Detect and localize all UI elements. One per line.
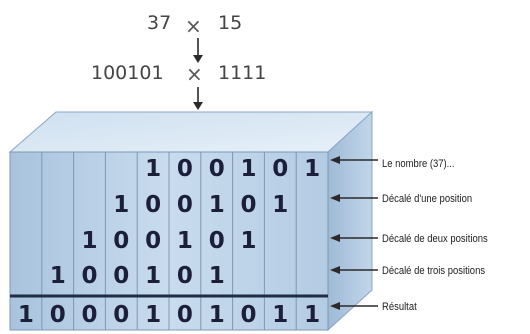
label-arrow-head	[330, 194, 340, 202]
partial-product-digit: 1	[145, 156, 161, 182]
partial-product-digit: 0	[145, 192, 161, 218]
partial-product-digit: 0	[209, 228, 225, 254]
partial-product-digit: 1	[272, 192, 288, 218]
arrow-head-upper	[193, 55, 203, 63]
row-label-shift-two: Décalé de deux positions	[382, 233, 488, 245]
result-digit: 0	[177, 302, 193, 328]
result-digit: 0	[50, 302, 66, 328]
partial-product-digit: 0	[240, 192, 256, 218]
partial-product-digit: 1	[209, 192, 225, 218]
result-digit: 1	[18, 302, 34, 328]
result-digit: 1	[304, 302, 320, 328]
row-label-shift-three: Décalé de trois positions	[382, 265, 486, 277]
row-label-number: Le nombre (37)...	[382, 158, 455, 170]
row-label-shift-one: Décalé d'une position	[382, 193, 473, 205]
row-label-result: Résultat	[382, 301, 417, 313]
times-symbol-decimal: ×	[185, 14, 202, 38]
times-symbol-binary: ×	[186, 62, 203, 86]
partial-product-digit: 1	[177, 228, 193, 254]
label-arrow-head	[330, 234, 340, 242]
result-digit: 0	[113, 302, 129, 328]
column-lines	[41, 152, 297, 330]
partial-product-digit: 1	[240, 156, 256, 182]
result-digit: 0	[240, 302, 256, 328]
label-arrow-head	[330, 302, 340, 310]
result-digit: 1	[272, 302, 288, 328]
binary-multiplier: 1111	[218, 62, 267, 84]
label-arrows	[330, 156, 378, 310]
partial-product-digit: 1	[209, 263, 225, 289]
result-digit: 0	[81, 302, 97, 328]
decimal-multiplicand: 37	[147, 12, 172, 34]
partial-product-digit: 1	[113, 192, 129, 218]
arrow-head-lower	[193, 102, 203, 110]
result-digit: 1	[145, 302, 161, 328]
partial-product-digit: 0	[81, 263, 97, 289]
box-top-face	[8, 111, 374, 153]
partial-product-digit: 0	[177, 263, 193, 289]
partial-product-digit: 0	[113, 228, 129, 254]
result-digit: 1	[209, 302, 225, 328]
partial-product-digit: 1	[240, 228, 256, 254]
partial-product-digit: 0	[177, 192, 193, 218]
partial-product-digit: 1	[304, 156, 320, 182]
binary-multiplicand: 100101	[91, 62, 164, 84]
partial-product-digit: 0	[113, 263, 129, 289]
decimal-multiplier: 15	[218, 12, 243, 34]
flow-arrows	[193, 38, 203, 110]
partial-product-digit: 1	[50, 263, 66, 289]
partial-product-digit: 1	[81, 228, 97, 254]
partial-product-digit: 0	[209, 156, 225, 182]
label-arrow-head	[330, 266, 340, 274]
partial-product-digit: 0	[272, 156, 288, 182]
partial-product-digit: 0	[145, 228, 161, 254]
label-arrow-head	[330, 156, 340, 164]
partial-product-digit: 1	[145, 263, 161, 289]
partial-product-digit: 0	[177, 156, 193, 182]
